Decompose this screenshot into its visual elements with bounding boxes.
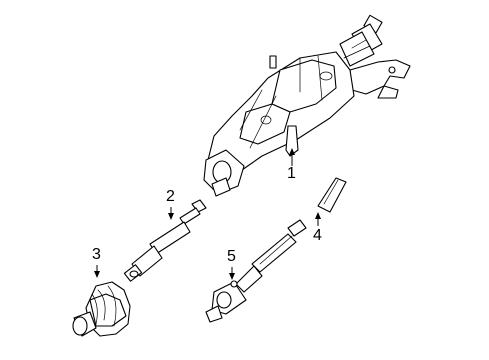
boot-housing [72, 281, 131, 337]
lower-shaft [205, 219, 307, 323]
callout-3: 3 [92, 246, 101, 263]
callout-5: 5 [227, 248, 236, 265]
boot-housing-ribs [91, 285, 117, 327]
shaft-rod-lines [323, 179, 339, 205]
leader-line-5 [229, 267, 235, 280]
leader-line-4 [315, 212, 321, 226]
callout-2: 2 [166, 188, 175, 205]
callout-1: 1 [287, 165, 296, 182]
callout-4: 4 [313, 227, 322, 244]
leader-line-2 [168, 207, 174, 220]
lower-shaft-lines [259, 235, 293, 265]
leader-line-1 [289, 148, 295, 166]
leader-line-3 [94, 265, 100, 278]
shaft-rod [317, 177, 347, 213]
intermediate-shaft [123, 199, 207, 282]
steering-column-assembly [203, 14, 411, 197]
steering-column-detail-lines [239, 39, 371, 149]
